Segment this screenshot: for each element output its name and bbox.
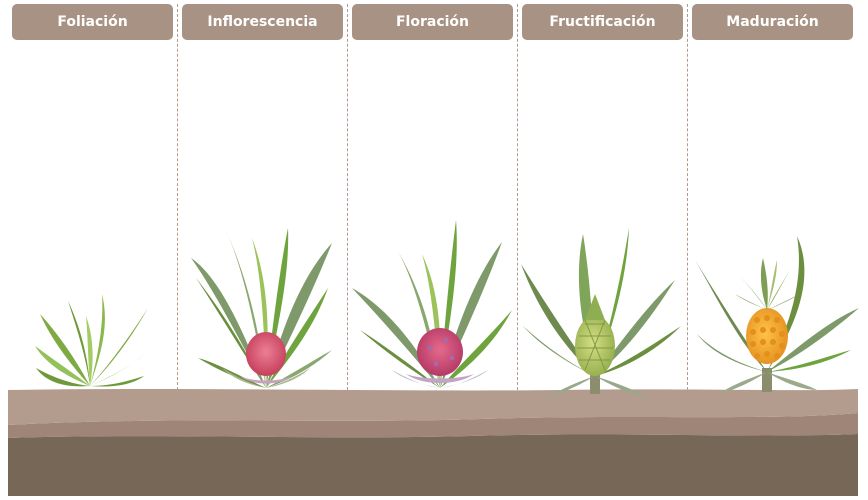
stem (762, 368, 772, 392)
stage-label-inflorescencia: Inflorescencia (182, 4, 343, 40)
leaf (767, 236, 805, 372)
stage-label-maduracion: Maduración (692, 4, 853, 40)
fruit-texture (577, 319, 613, 371)
stage-label-fructificacion: Fructificación (522, 4, 683, 40)
leaf (86, 316, 93, 386)
leaf (90, 376, 144, 387)
leaf (719, 372, 767, 394)
soil-deep-layer (8, 434, 858, 496)
leaf (767, 308, 859, 372)
fruit-crown (585, 294, 605, 320)
flower-dot (427, 345, 433, 351)
leaf (543, 376, 595, 400)
leaf (40, 314, 90, 386)
leaf (767, 372, 817, 390)
plant-maduracion (695, 236, 859, 394)
stem (590, 372, 600, 394)
flowering-cone (417, 328, 463, 376)
stage-label-foliacion: Foliación (12, 4, 173, 40)
leaf (422, 254, 441, 388)
leaf (360, 330, 440, 388)
fruit-texture (750, 315, 785, 359)
soil-mid-layer (8, 413, 858, 438)
fruit-crown (735, 258, 799, 310)
flower-dot (443, 337, 449, 343)
leaf (266, 350, 332, 388)
plant-foliacion (35, 294, 148, 387)
flower-dot (433, 361, 439, 367)
soil (8, 389, 858, 496)
inflorescence (246, 332, 286, 376)
stage-divider (517, 4, 518, 390)
stage-divider (177, 4, 178, 390)
leaf (440, 310, 512, 388)
leaf (35, 346, 90, 386)
plant-inflorescencia (191, 226, 332, 388)
leaf (595, 376, 649, 398)
stage-label-floracion: Floración (352, 4, 513, 40)
bract (406, 374, 474, 383)
plant-fructificacion (521, 228, 681, 400)
stage-divider (347, 4, 348, 390)
leaf (36, 368, 90, 387)
flower-dot (449, 355, 455, 361)
soil-top-layer (8, 389, 858, 425)
leaf (90, 294, 105, 386)
stage-divider (687, 4, 688, 390)
leaf (595, 280, 675, 376)
bract (240, 376, 292, 384)
plant-floracion (352, 220, 512, 388)
